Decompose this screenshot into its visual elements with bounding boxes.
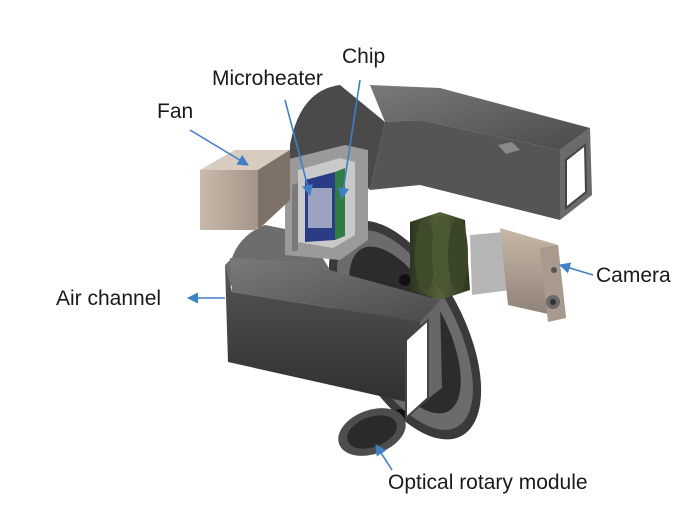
arrow-camera <box>558 262 594 276</box>
label-optical-rotary-module: Optical rotary module <box>388 471 588 494</box>
arrow-optical-rotary <box>375 444 393 471</box>
arrow-microheater <box>284 99 313 197</box>
label-chip: Chip <box>342 45 386 68</box>
camera-assembly <box>410 212 566 322</box>
label-camera: Camera <box>596 264 671 287</box>
chip-mount <box>285 145 368 260</box>
label-microheater: Microheater <box>212 67 323 90</box>
fan <box>200 150 290 230</box>
label-air-channel: Air channel <box>56 287 162 310</box>
annotation-arrows <box>186 79 594 471</box>
arrow-fan <box>189 129 249 166</box>
arrow-chip <box>337 79 361 200</box>
label-fan: Fan <box>157 100 194 123</box>
